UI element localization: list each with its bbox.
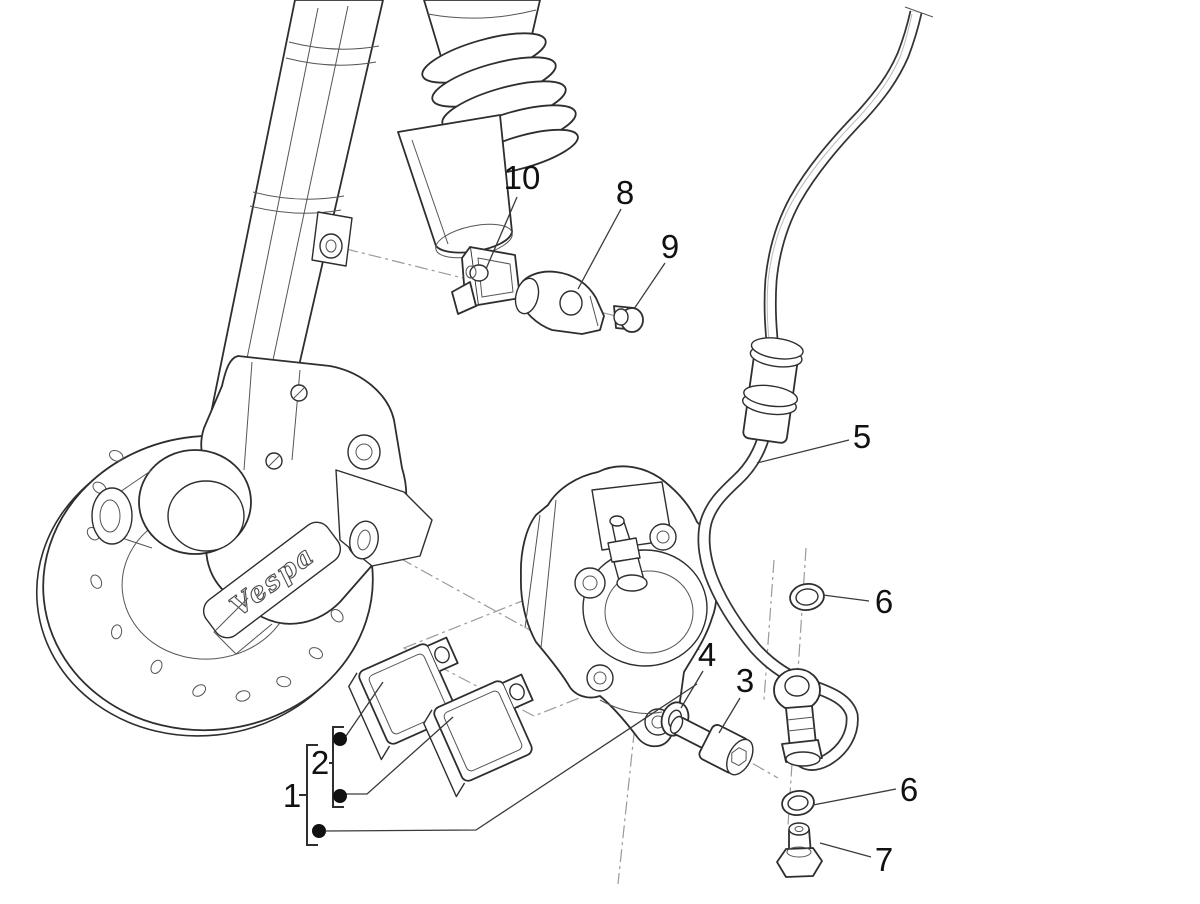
hose-bracket [514,270,605,335]
pin [613,305,644,333]
callout-8: 8 [616,174,634,211]
hose-sleeve [741,337,804,444]
shock-spring [421,32,579,176]
shock-lower-body [397,114,513,254]
callout-6-upper: 6 [875,583,893,620]
mount-boss [347,434,381,470]
brake-caliper [520,465,718,748]
banjo-bolt [776,822,823,878]
clip-peg [469,264,489,282]
plane-edge-right [763,559,775,701]
callout-6-lower: 6 [900,771,918,808]
leader-lines [325,196,897,858]
bleed-valve [607,515,648,592]
brake-hose [697,6,934,771]
seal-washer-upper [789,583,825,611]
callout-1: 1 [283,777,301,814]
hub-casting: Vespa [91,355,433,655]
bracket-item-2 [332,726,344,808]
callout-2: 2 [311,744,329,781]
axle-end [91,487,133,545]
caliper-mount-hole [586,664,614,692]
callout-4: 4 [698,636,716,673]
leader-dot [333,732,347,746]
banjo-fitting [773,668,823,767]
caliper-bolt [669,715,754,776]
caliper-ear-hole [649,523,677,551]
hose-clip [451,246,521,315]
bracket-hole [559,290,583,316]
callout-3: 3 [736,662,754,699]
leader-dot [312,824,326,838]
plane-edge-left [617,705,638,885]
callout-7: 7 [875,841,893,878]
callout-9: 9 [661,228,679,265]
shock-absorber [397,0,579,259]
callout-5: 5 [853,418,871,455]
seal-washer-lower [781,790,815,816]
leader-dot [333,789,347,803]
callout-brackets [299,726,347,846]
callout-10: 10 [504,159,541,196]
piston-dome [582,549,708,667]
brake-pad-inner [423,673,534,798]
callout-labels: 10 8 9 5 6 4 3 2 1 6 7 [283,159,918,878]
